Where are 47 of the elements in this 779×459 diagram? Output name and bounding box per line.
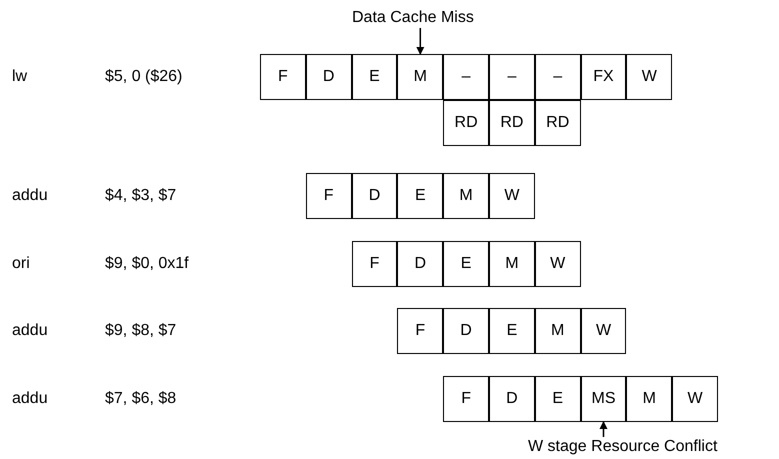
pipeline-stage-cell: FX	[580, 54, 626, 100]
pipeline-stage-cell: D	[397, 241, 444, 287]
pipeline-stage-cell: M	[397, 54, 444, 100]
instruction-mnemonic: addu	[12, 389, 48, 409]
pipeline-stage-cell: W	[534, 241, 581, 287]
pipeline-stage-cell: F	[397, 308, 444, 354]
instruction-operands: $9, $8, $7	[105, 321, 176, 341]
instruction-mnemonic: addu	[12, 321, 48, 341]
pipeline-stage-cell: F	[260, 54, 306, 100]
arrow	[600, 421, 608, 437]
pipeline-stage-cell: D	[489, 376, 535, 422]
pipeline-stage-cell: E	[489, 308, 535, 354]
pipeline-stage-cell: E	[443, 241, 489, 287]
pipeline-stage-cell: W	[672, 376, 718, 422]
instruction-mnemonic: ori	[12, 254, 30, 274]
instruction-mnemonic: addu	[12, 186, 48, 206]
pipeline-stage-cell: M	[534, 308, 581, 354]
pipeline-stage-cell: RD	[534, 100, 581, 146]
pipeline-stage-cell: F	[306, 173, 352, 219]
pipeline-stage-cell: E	[352, 54, 398, 100]
instruction-operands: $9, $0, 0x1f	[105, 254, 189, 274]
annotation-text: Data Cache Miss	[352, 8, 474, 28]
pipeline-stage-cell: W	[626, 54, 672, 100]
pipeline-stage-cell: M	[489, 241, 535, 287]
annotation-text: W stage Resource Conflict	[528, 437, 718, 457]
pipeline-stage-cell: D	[352, 173, 398, 219]
arrow	[416, 28, 424, 55]
pipeline-stage-cell: D	[306, 54, 352, 100]
pipeline-stage-cell: –	[489, 54, 535, 100]
pipeline-stage-cell: M	[443, 173, 489, 219]
pipeline-stage-cell: E	[397, 173, 444, 219]
pipeline-stage-cell: F	[443, 376, 489, 422]
pipeline-stage-cell: D	[443, 308, 489, 354]
instruction-operands: $7, $6, $8	[105, 389, 176, 409]
pipeline-stage-cell: –	[534, 54, 581, 100]
pipeline-stage-cell: W	[580, 308, 626, 354]
pipeline-stage-cell: RD	[443, 100, 489, 146]
pipeline-stage-cell: M	[626, 376, 672, 422]
pipeline-stage-cell: –	[443, 54, 489, 100]
pipeline-stage-cell: F	[352, 241, 398, 287]
instruction-operands: $4, $3, $7	[105, 186, 176, 206]
pipeline-stage-cell: E	[534, 376, 581, 422]
instruction-mnemonic: lw	[12, 67, 28, 87]
pipeline-stage-cell: RD	[489, 100, 535, 146]
pipeline-stage-cell: W	[489, 173, 535, 219]
instruction-operands: $5, 0 ($26)	[105, 67, 182, 87]
pipeline-stage-cell: MS	[580, 376, 626, 422]
